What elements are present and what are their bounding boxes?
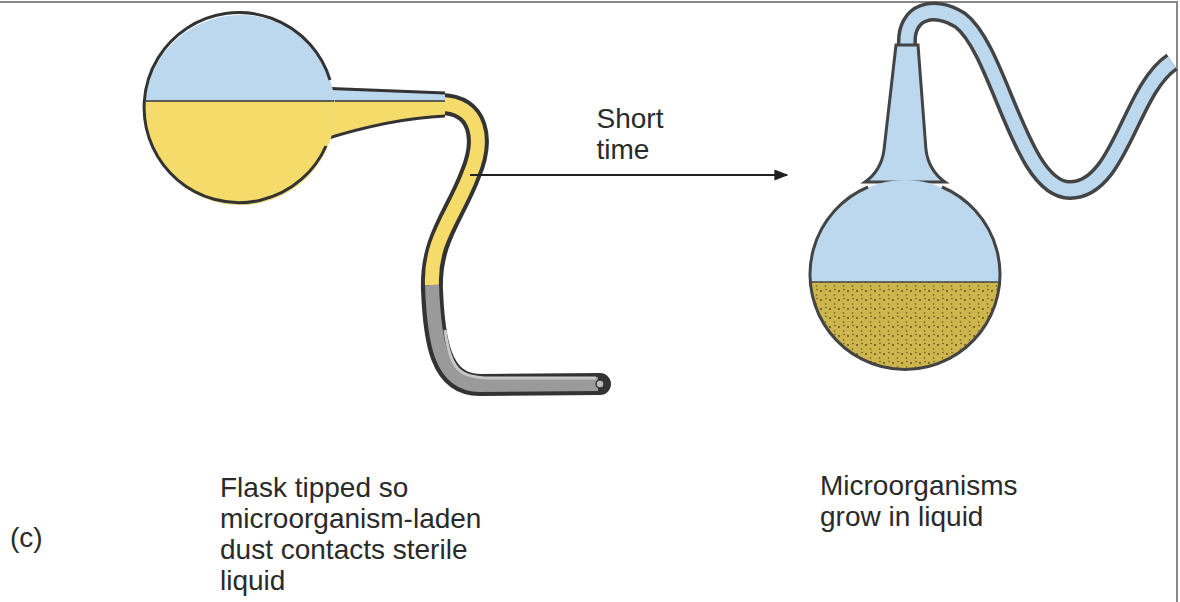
flask-figure: Microorganisms grow in liquid <box>792 4 1172 376</box>
frame-line <box>1176 2 1178 602</box>
frame-line <box>0 1 1178 3</box>
flask-neck <box>865 45 945 182</box>
arrow-label: Short time <box>597 103 707 165</box>
flask-caption: Flask tipped so microorganism-laden dust… <box>220 472 525 596</box>
swan-neck-tube <box>432 104 604 388</box>
flask-caption: Microorganisms grow in liquid <box>820 470 1075 532</box>
flask-figure: Flask tipped so microorganism-laden dust… <box>140 10 465 405</box>
flask-bulb <box>140 13 340 211</box>
panel-letter: (c) <box>10 522 43 553</box>
time-arrow <box>470 174 787 176</box>
swan-neck-tube <box>907 12 1172 190</box>
flask-bulb <box>805 180 1005 377</box>
